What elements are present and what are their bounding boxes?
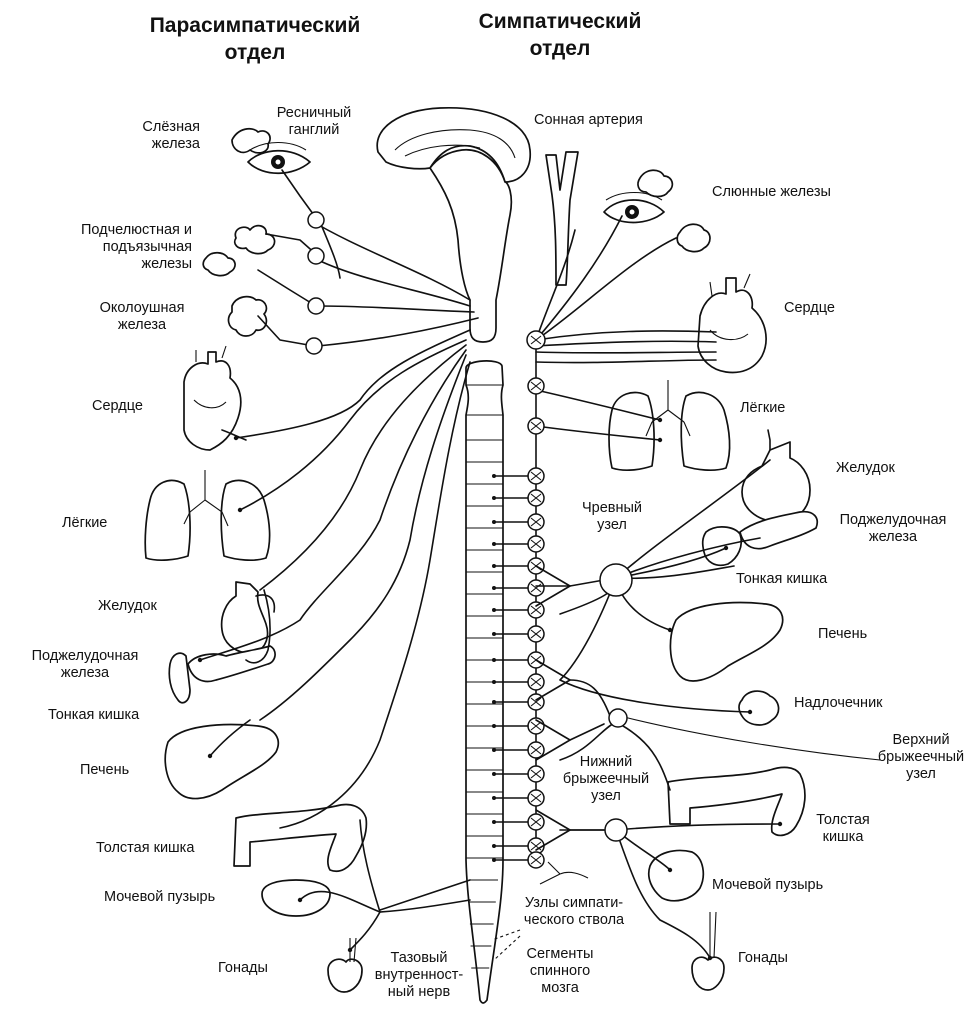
salivary-gland-right	[677, 224, 710, 251]
liver-right	[670, 603, 782, 681]
parotid-ganglion-node	[306, 338, 322, 354]
label-stomach-right: Желудок	[836, 460, 895, 477]
stomach-left	[222, 582, 268, 653]
spinal-connector-dot	[492, 772, 496, 776]
spinal-connector-dot	[492, 496, 496, 500]
label-trunk-ganglia: Узлы симпати- ческого ствола	[510, 895, 638, 929]
parasympathetic-header: Парасимпатический отдел	[140, 12, 370, 66]
gonads-left	[328, 938, 362, 992]
label-colon-right: Толстая кишка	[808, 812, 878, 846]
label-small-intestine-left: Тонкая кишка	[48, 707, 139, 724]
carotid-artery	[546, 152, 578, 285]
label-liver-right: Печень	[818, 626, 867, 643]
superior-mesenteric-ganglion-node	[609, 709, 627, 727]
label-salivary-glands: Слюнные железы	[712, 184, 831, 201]
parotid-gland-left	[229, 297, 267, 336]
lacrimal-gland-right	[638, 170, 672, 196]
label-inferior-mesenteric-ganglion: Нижний брыжеечный узел	[548, 754, 664, 805]
sympathetic-header: Симпатический отдел	[460, 8, 660, 62]
label-superior-mesenteric-ganglion: Верхний брыжеечный узел	[872, 732, 970, 783]
submandibular-ganglion-node	[308, 248, 324, 264]
otic-ganglion-node	[308, 298, 324, 314]
spinal-connector-dot	[492, 586, 496, 590]
label-heart-left: Сердце	[92, 398, 143, 415]
pancreas-right	[740, 512, 817, 549]
spinal-connector-dot	[492, 844, 496, 848]
celiac-ganglion-node	[600, 564, 632, 596]
brainstem	[430, 150, 511, 342]
label-stomach-left: Желудок	[98, 598, 157, 615]
label-pancreas-right: Поджелудочная железа	[818, 512, 968, 546]
label-lungs-right: Лёгкие	[740, 400, 785, 417]
submandibular-gland-left	[203, 226, 274, 276]
colon-left	[234, 805, 366, 872]
lungs-right	[609, 380, 730, 470]
label-bladder-left: Мочевой пузырь	[104, 889, 215, 906]
spinal-connector-dot	[492, 658, 496, 662]
spinal-connector-dot	[492, 542, 496, 546]
label-carotid-artery: Сонная артерия	[534, 112, 643, 129]
label-pancreas-left: Поджелудочная железа	[10, 648, 160, 682]
label-liver-left: Печень	[80, 762, 129, 779]
label-parotid-gland: Околоушная железа	[82, 300, 202, 334]
label-gonads-right: Гонады	[738, 950, 788, 967]
label-lacrimal-gland: Слёзная железа	[110, 119, 200, 153]
spinal-connector-dot	[492, 700, 496, 704]
spinal-connector-dot	[492, 680, 496, 684]
adrenal-right	[739, 691, 779, 725]
spinal-connector-dot	[492, 724, 496, 728]
spinal-connector-dot	[492, 748, 496, 752]
gonads-right	[692, 912, 724, 990]
spinal-connector-dot	[492, 520, 496, 524]
label-submandibular-glands: Подчелюстная и подъязычная железы	[40, 222, 192, 273]
spinal-connector-dot	[492, 858, 496, 862]
pancreas-left	[188, 646, 275, 681]
ciliary-ganglion-node	[308, 212, 324, 228]
bladder-right	[649, 851, 704, 901]
spinal-connector-dot	[492, 632, 496, 636]
liver-left	[165, 725, 278, 799]
spinal-connector-dot	[492, 474, 496, 478]
label-lungs-left: Лёгкие	[62, 515, 107, 532]
bladder-left	[262, 880, 330, 916]
label-bladder-right: Мочевой пузырь	[712, 877, 823, 894]
spinal-connector-dot	[492, 820, 496, 824]
label-gonads-left: Гонады	[218, 960, 268, 977]
label-pelvic-nerve: Тазовый внутренност- ный нерв	[366, 950, 472, 1001]
stomach-right	[742, 442, 810, 522]
inferior-mesenteric-ganglion-node	[605, 819, 627, 841]
spinal-connector-dot	[492, 796, 496, 800]
label-colon-left: Толстая кишка	[96, 840, 194, 857]
label-heart-right: Сердце	[784, 300, 835, 317]
label-spinal-segments: Сегменты спинного мозга	[512, 946, 608, 997]
label-ciliary-ganglion: Ресничный ганглий	[266, 105, 362, 139]
label-small-intestine-right: Тонкая кишка	[736, 571, 827, 588]
spinal-connector-dot	[492, 608, 496, 612]
heart-right	[698, 274, 766, 372]
spinal-connector-dot	[492, 564, 496, 568]
small-intestine-left	[169, 653, 190, 703]
label-adrenal: Надлочечник	[794, 695, 883, 712]
lungs-left	[145, 470, 269, 560]
label-celiac-ganglion: Чревный узел	[572, 500, 652, 534]
